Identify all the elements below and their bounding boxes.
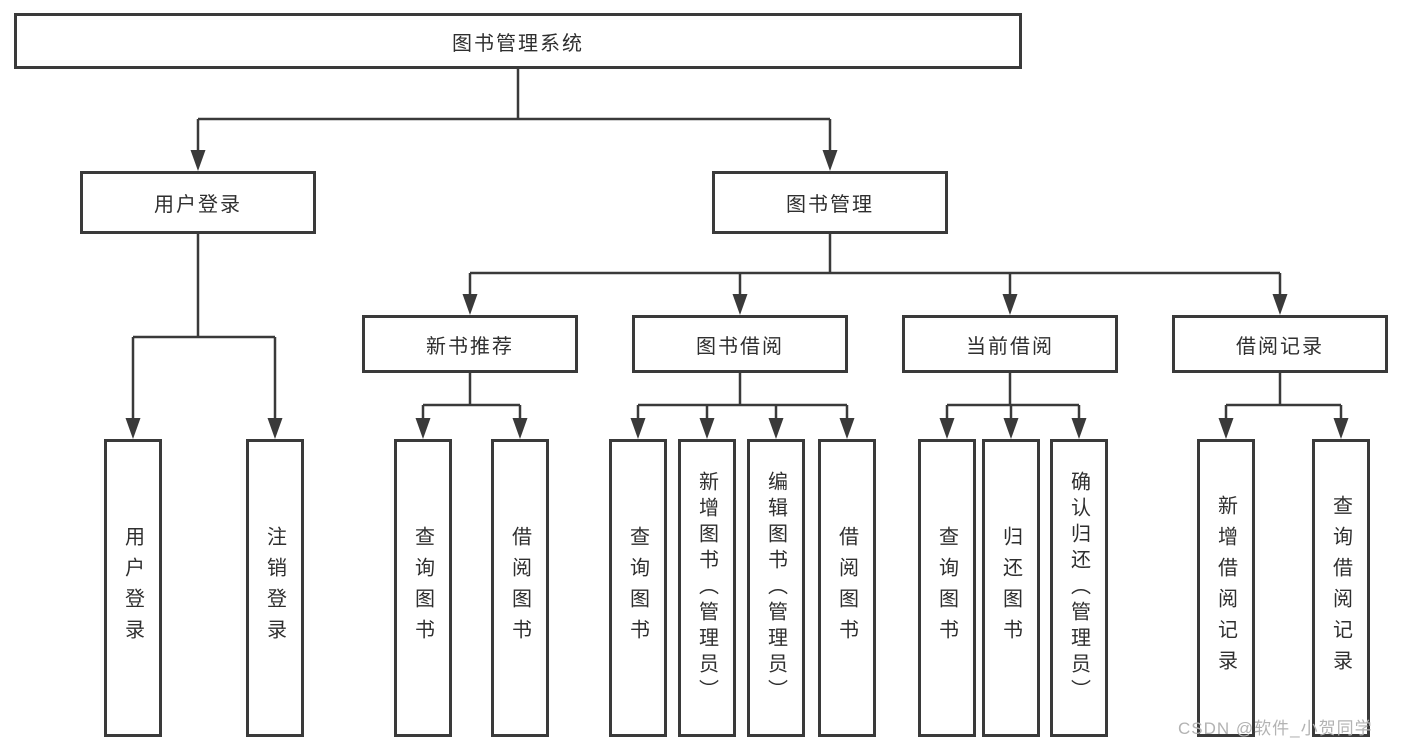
leaf-add-books-admin: 新增图书（管理员） [678, 439, 736, 737]
leaf-user-login: 用户登录 [104, 439, 162, 737]
leaf-query-books-borrow: 查询图书 [609, 439, 667, 737]
leaf-query-books-current: 查询图书 [918, 439, 976, 737]
leaf-return-books: 归还图书 [982, 439, 1040, 737]
connector-current-borrow-to-leaves [945, 373, 1081, 420]
node-book-borrow: 图书借阅 [632, 315, 848, 373]
node-root-library-system: 图书管理系统 [14, 13, 1022, 69]
leaf-query-books-recommend: 查询图书 [394, 439, 452, 737]
leaf-borrow-books: 借阅图书 [818, 439, 876, 737]
leaf-confirm-return-admin: 确认归还（管理员） [1050, 439, 1108, 737]
leaf-borrow-books-recommend: 借阅图书 [491, 439, 549, 737]
connector-new-book-recommend-to-leaves [421, 373, 522, 420]
leaf-add-borrow-record: 新增借阅记录 [1197, 439, 1255, 737]
csdn-watermark: CSDN @软件_小贺同学 [1178, 719, 1373, 738]
node-borrow-records: 借阅记录 [1172, 315, 1388, 373]
leaf-logout: 注销登录 [246, 439, 304, 737]
node-book-management: 图书管理 [712, 171, 948, 234]
connector-root-to-level2 [196, 69, 832, 152]
node-user-login: 用户登录 [80, 171, 316, 234]
leaf-edit-books-admin: 编辑图书（管理员） [747, 439, 805, 737]
connector-book-borrow-to-leaves [636, 373, 849, 420]
node-current-borrow: 当前借阅 [902, 315, 1118, 373]
connector-user-login-to-leaves [131, 234, 277, 420]
leaf-query-borrow-record: 查询借阅记录 [1312, 439, 1370, 737]
connector-borrow-records-to-leaves [1224, 373, 1343, 420]
connector-book-management-to-level3 [468, 234, 1282, 296]
node-new-book-recommend: 新书推荐 [362, 315, 578, 373]
